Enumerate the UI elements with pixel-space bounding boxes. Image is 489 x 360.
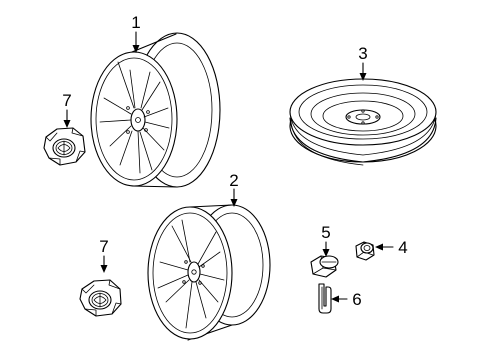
callout-7-upper: 7: [62, 91, 71, 110]
callout-1: 1: [131, 13, 140, 32]
lug-nut: [310, 255, 339, 278]
wheel-1: [90, 32, 221, 188]
callout-3: 3: [358, 44, 367, 63]
lock-nut: [355, 241, 375, 261]
callout-numbers: 1 2 3 4 5 6 7 7: [62, 13, 407, 309]
spare-tire: [289, 78, 437, 166]
callout-4: 4: [398, 238, 407, 257]
wheel-2: [147, 204, 271, 341]
center-cap-lower: [79, 279, 122, 317]
callout-2: 2: [229, 171, 238, 190]
callout-5: 5: [321, 223, 330, 242]
leader-lines: [63, 31, 394, 303]
weight-clip: [318, 283, 332, 314]
center-cap-upper: [43, 127, 86, 166]
callout-6: 6: [352, 290, 361, 309]
callout-7-lower: 7: [99, 237, 108, 256]
